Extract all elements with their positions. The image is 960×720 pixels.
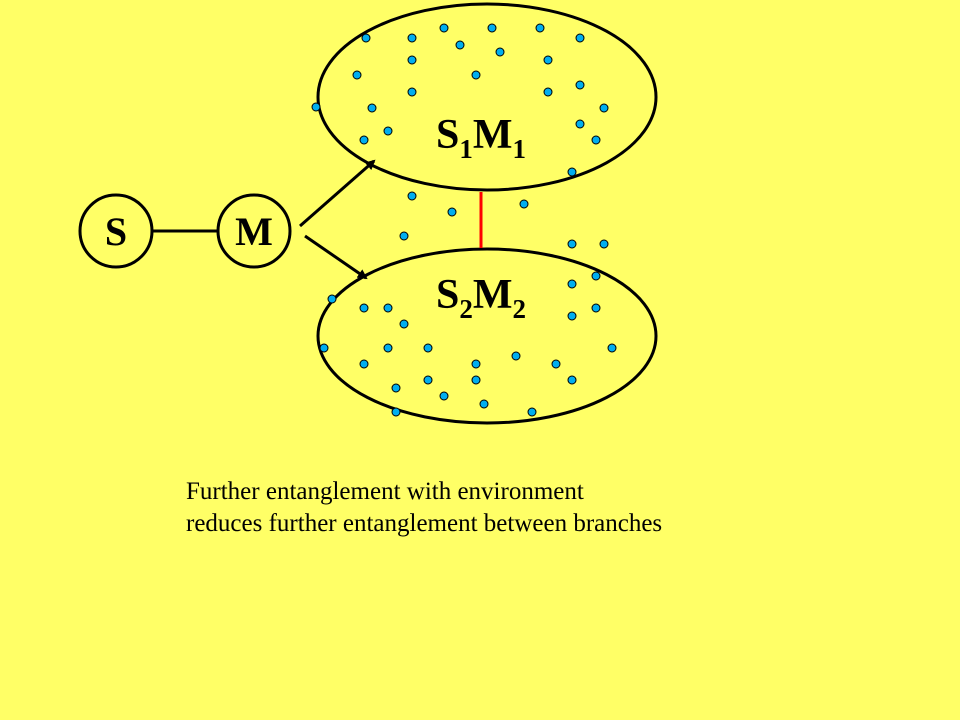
branch2-s-letter: S [436, 272, 459, 318]
environment-particle [527, 407, 537, 417]
environment-particle [567, 311, 577, 321]
environment-particle [535, 23, 545, 33]
branch1-s-subscript: 1 [459, 134, 473, 164]
environment-particle [599, 239, 609, 249]
environment-particle [359, 359, 369, 369]
environment-particle [367, 103, 377, 113]
environment-particle [575, 119, 585, 129]
branch2-m-letter: M [473, 272, 513, 318]
environment-particle [607, 343, 617, 353]
environment-particle [447, 207, 457, 217]
environment-particle [487, 23, 497, 33]
branch2-label: S2M2 [436, 272, 526, 324]
caption-line-2: reduces further entanglement between bra… [186, 510, 663, 537]
environment-particle [495, 47, 505, 57]
node-s: S [78, 193, 154, 269]
environment-particle [519, 199, 529, 209]
node-s-circle [78, 193, 154, 269]
environment-particle [543, 55, 553, 65]
environment-particle [407, 191, 417, 201]
environment-particle [359, 303, 369, 313]
environment-particle [391, 407, 401, 417]
environment-particle [399, 319, 409, 329]
environment-particle [383, 343, 393, 353]
environment-particle [599, 103, 609, 113]
environment-particle [407, 55, 417, 65]
arrow-to-branch1 [299, 159, 376, 228]
branch1-m-subscript: 1 [513, 134, 527, 164]
environment-particle [591, 135, 601, 145]
environment-particle [319, 343, 329, 353]
branch2-s-subscript: 2 [459, 294, 473, 324]
environment-particle [567, 167, 577, 177]
environment-particle [407, 87, 417, 97]
branch2-ellipse [316, 247, 658, 425]
environment-particle [423, 343, 433, 353]
branch1-ellipse [316, 2, 658, 192]
environment-particle [391, 383, 401, 393]
environment-particle [399, 231, 409, 241]
environment-particle [551, 359, 561, 369]
environment-particle [479, 399, 489, 409]
branch1-ellipse-group: S1M1 [316, 2, 658, 192]
environment-particle [567, 239, 577, 249]
environment-particle [591, 271, 601, 281]
environment-particle [383, 303, 393, 313]
branch1-s-letter: S [436, 112, 459, 158]
environment-particle [407, 33, 417, 43]
environment-particle [543, 87, 553, 97]
branch2-m-subscript: 2 [513, 294, 527, 324]
arrow-to-branch2 [304, 234, 368, 280]
environment-particles [311, 23, 617, 417]
environment-particle [471, 359, 481, 369]
environment-particle [511, 351, 521, 361]
node-s-label: S [105, 209, 127, 254]
caption-line-1: Further entanglement with environment [186, 478, 584, 505]
branch1-m-letter: M [473, 112, 513, 158]
environment-particle [567, 279, 577, 289]
environment-particle [471, 70, 481, 80]
branch2-ellipse-group: S2M2 [316, 247, 658, 425]
environment-particle [567, 375, 577, 385]
node-m-circle [216, 193, 292, 269]
environment-particle [383, 126, 393, 136]
environment-particle [575, 80, 585, 90]
environment-particle [471, 375, 481, 385]
environment-particle [327, 294, 337, 304]
environment-particle [439, 23, 449, 33]
environment-particle [352, 70, 362, 80]
node-m-label: M [235, 209, 273, 254]
environment-particle [423, 375, 433, 385]
node-m: M [216, 193, 292, 269]
environment-particle [591, 303, 601, 313]
environment-particle [575, 33, 585, 43]
environment-particle [455, 40, 465, 50]
environment-particle [439, 391, 449, 401]
environment-particle [361, 33, 371, 43]
caption: Further entanglement with environment re… [186, 476, 662, 540]
environment-particle [359, 135, 369, 145]
environment-particle [311, 102, 321, 112]
branch1-label: S1M1 [436, 112, 526, 164]
